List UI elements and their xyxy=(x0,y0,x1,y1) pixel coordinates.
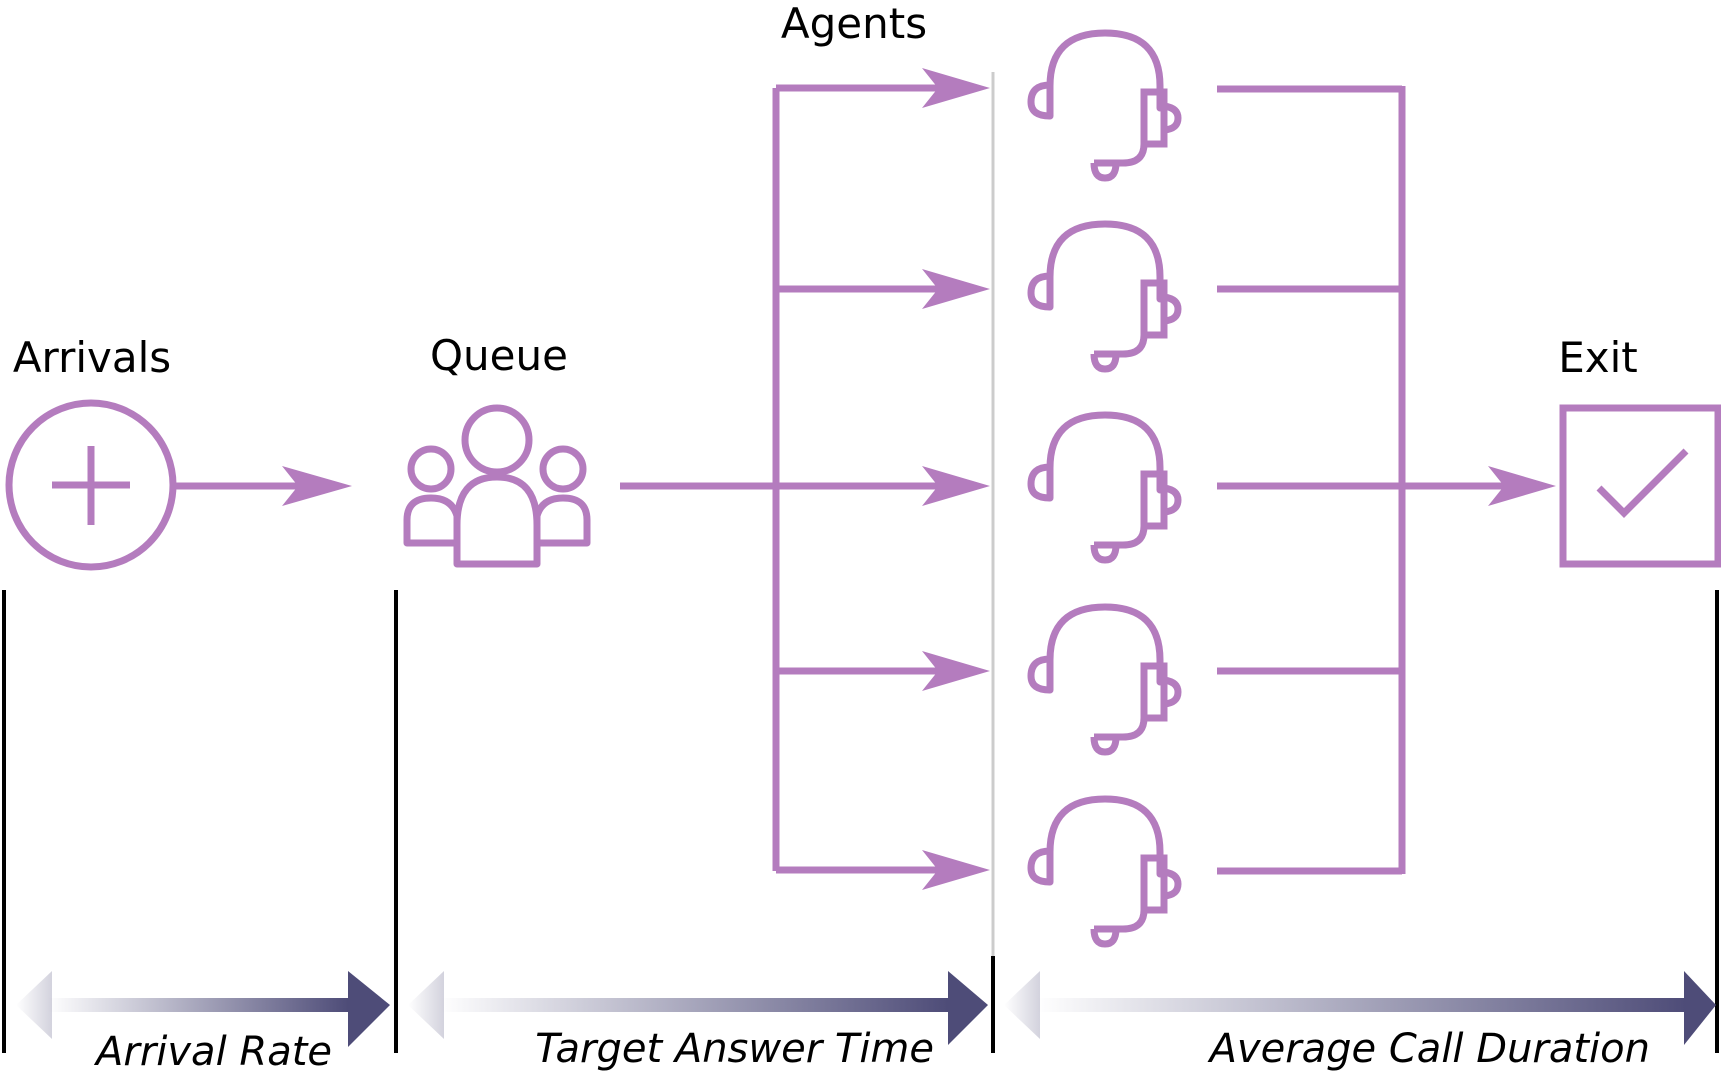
agents-label: Agents xyxy=(781,0,927,48)
arrival-rate-arrow xyxy=(16,971,390,1047)
average-call-duration-label: Average Call Duration xyxy=(1207,1026,1650,1072)
agent-output-lines xyxy=(1217,85,1406,875)
headset-icon xyxy=(1031,799,1178,944)
branch-arrow xyxy=(776,269,990,309)
arrivals-to-queue-arrow xyxy=(173,466,352,506)
headset-icon xyxy=(1031,607,1178,752)
phase-dividers xyxy=(2,590,1719,1053)
headset-icon xyxy=(1031,33,1178,178)
target-answer-time-label: Target Answer Time xyxy=(535,1026,934,1072)
collector-to-exit-arrow xyxy=(1402,466,1556,506)
branch-arrows xyxy=(776,68,990,890)
branch-arrow xyxy=(776,68,990,108)
headset-icon xyxy=(1031,224,1178,369)
branch-arrow xyxy=(776,651,990,691)
agent-headsets xyxy=(1031,33,1178,944)
branch-arrow xyxy=(776,466,990,506)
target-answer-time-arrow xyxy=(408,971,988,1045)
average-call-duration-arrow xyxy=(1004,971,1716,1045)
checkbox-icon xyxy=(1559,404,1721,568)
arrivals-label: Arrivals xyxy=(13,333,171,382)
people-group-icon xyxy=(403,404,591,568)
plus-circle-icon xyxy=(5,399,177,571)
arrival-rate-label: Arrival Rate xyxy=(93,1029,332,1075)
branch-arrow xyxy=(776,850,990,890)
headset-icon xyxy=(1031,415,1178,560)
exit-label: Exit xyxy=(1558,333,1638,382)
queue-label: Queue xyxy=(430,331,568,380)
